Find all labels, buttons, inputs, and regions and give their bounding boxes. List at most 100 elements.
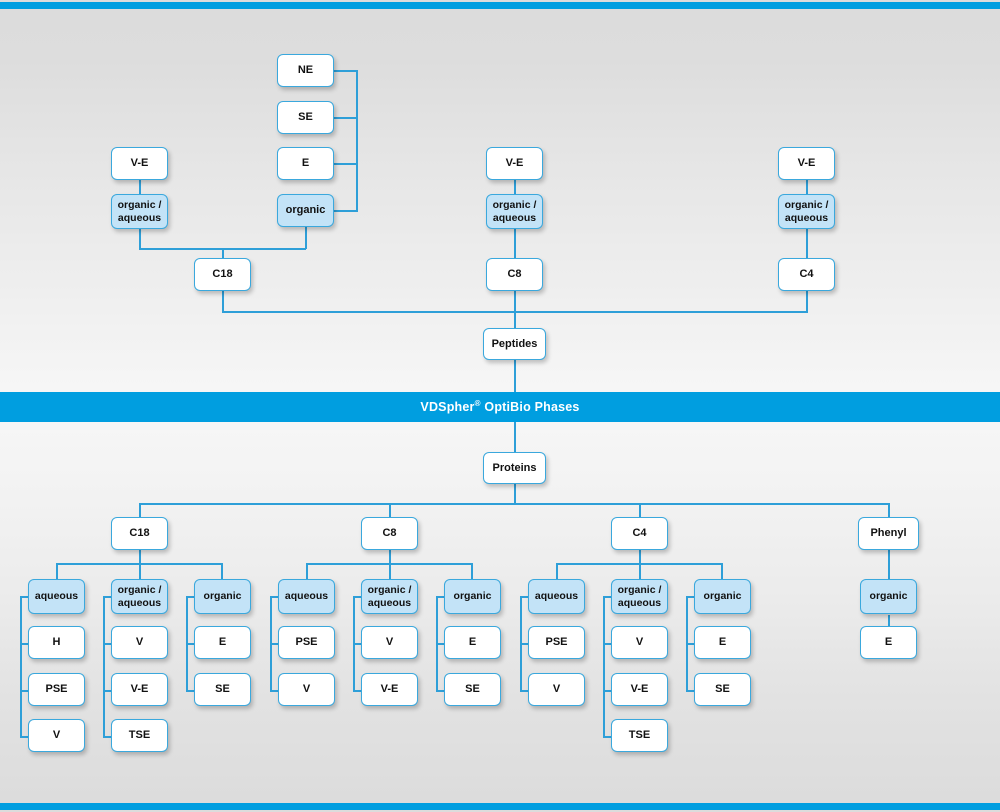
node-c4-or-e[interactable]: E <box>694 626 751 659</box>
node-c4-bottom[interactable]: C4 <box>611 517 668 550</box>
line-c18-to-organic <box>221 563 223 579</box>
bracket-c18-oa-1 <box>103 643 115 645</box>
node-c18-or-se[interactable]: SE <box>194 673 251 706</box>
label-line2: aqueous <box>617 596 662 609</box>
node-ve-c18[interactable]: V-E <box>111 147 168 180</box>
node-e[interactable]: E <box>277 147 334 180</box>
node-organic-aqueous-c8[interactable]: organic / aqueous <box>486 194 543 229</box>
node-peptides[interactable]: Peptides <box>483 328 546 360</box>
line-ve1-to-oa1 <box>139 180 141 194</box>
node-c8-aq-v[interactable]: V <box>278 673 335 706</box>
node-c18-oa-tse[interactable]: TSE <box>111 719 168 752</box>
bracket-c18-aq-2 <box>20 690 32 692</box>
line-oa3-to-c4 <box>806 229 808 261</box>
node-c8-or-se[interactable]: SE <box>444 673 501 706</box>
node-c4-oa-ve[interactable]: V-E <box>611 673 668 706</box>
line-proteins-bus <box>139 503 889 505</box>
node-c18-organic[interactable]: organic <box>194 579 251 614</box>
bracket-c18-or-1 <box>186 643 198 645</box>
node-organic-aqueous-c18[interactable]: organic / aqueous <box>111 194 168 229</box>
label-line2: aqueous <box>784 211 829 224</box>
node-c8-organic-aqueous[interactable]: organic / aqueous <box>361 579 418 614</box>
label-line1: organic / <box>117 584 162 597</box>
bracket-c4-or-2 <box>686 690 698 692</box>
node-c4-aq-v[interactable]: V <box>528 673 585 706</box>
node-c18-aq-v[interactable]: V <box>28 719 85 752</box>
line-c18-down <box>222 290 224 312</box>
node-c4-organic-aqueous[interactable]: organic / aqueous <box>611 579 668 614</box>
node-c18-oa-ve[interactable]: V-E <box>111 673 168 706</box>
bracket-c18-or-2 <box>186 690 198 692</box>
node-organic-aqueous-c4[interactable]: organic / aqueous <box>778 194 835 229</box>
line-phenyl-to-organic <box>888 548 890 579</box>
line-organic-down <box>305 226 307 249</box>
bracket-c4-oa <box>603 596 605 737</box>
node-c8-aqueous[interactable]: aqueous <box>278 579 335 614</box>
node-c8-aq-pse[interactable]: PSE <box>278 626 335 659</box>
line-c4-to-aqueous <box>556 563 558 579</box>
node-c8-or-e[interactable]: E <box>444 626 501 659</box>
bracket-c18-oa-head <box>103 596 115 598</box>
label-line1: organic / <box>784 199 829 212</box>
line-bus-to-phenyl <box>888 503 890 519</box>
line-e-to-bus <box>334 163 358 165</box>
bracket-c18-aq-head <box>20 596 32 598</box>
node-c18-top[interactable]: C18 <box>194 258 251 291</box>
line-c8-split-down <box>389 548 391 564</box>
brand-bar-top <box>0 2 1000 9</box>
node-phenyl[interactable]: Phenyl <box>858 517 919 550</box>
node-c18-or-e[interactable]: E <box>194 626 251 659</box>
bracket-c4-oa-head <box>603 596 615 598</box>
node-c8-oa-v[interactable]: V <box>361 626 418 659</box>
line-oa2-to-c8 <box>514 229 516 261</box>
node-c4-aq-pse[interactable]: PSE <box>528 626 585 659</box>
node-c8-oa-ve[interactable]: V-E <box>361 673 418 706</box>
node-proteins[interactable]: Proteins <box>483 452 546 484</box>
node-c18-organic-aqueous[interactable]: organic / aqueous <box>111 579 168 614</box>
banner-text: VDSpher® OptiBio Phases <box>420 399 580 414</box>
node-organic-top[interactable]: organic <box>277 194 334 227</box>
node-c8-organic[interactable]: organic <box>444 579 501 614</box>
node-phenyl-or-e[interactable]: E <box>860 626 917 659</box>
line-c4-to-oa <box>639 563 641 579</box>
node-c18-oa-v[interactable]: V <box>111 626 168 659</box>
node-c4-oa-v[interactable]: V <box>611 626 668 659</box>
bracket-c4-aq-head <box>520 596 532 598</box>
node-ve-c8[interactable]: V-E <box>486 147 543 180</box>
node-c4-aqueous[interactable]: aqueous <box>528 579 585 614</box>
node-ve-c4[interactable]: V-E <box>778 147 835 180</box>
line-c8-to-organic <box>471 563 473 579</box>
bracket-c18-aq-3 <box>20 736 32 738</box>
line-c18-split-down <box>139 548 141 564</box>
node-c18-aq-h[interactable]: H <box>28 626 85 659</box>
bracket-c4-oa-1 <box>603 643 615 645</box>
line-oa1-down <box>139 229 141 249</box>
node-c18-aq-pse[interactable]: PSE <box>28 673 85 706</box>
label-line1: organic / <box>117 199 162 212</box>
node-c18-aqueous[interactable]: aqueous <box>28 579 85 614</box>
line-ne-to-bus <box>334 70 358 72</box>
node-se[interactable]: SE <box>277 101 334 134</box>
node-c4-top[interactable]: C4 <box>778 258 835 291</box>
bracket-c8-oa-head <box>353 596 365 598</box>
line-ve3-to-oa3 <box>806 180 808 194</box>
node-c8-bottom[interactable]: C8 <box>361 517 418 550</box>
line-bus-to-c18 <box>139 503 141 519</box>
bracket-c8-or-head <box>436 596 448 598</box>
node-c4-or-se[interactable]: SE <box>694 673 751 706</box>
label-line1: organic / <box>617 584 662 597</box>
label-line2: aqueous <box>117 596 162 609</box>
node-phenyl-organic[interactable]: organic <box>860 579 917 614</box>
node-ne[interactable]: NE <box>277 54 334 87</box>
node-c8-top[interactable]: C8 <box>486 258 543 291</box>
line-c4-split-down <box>639 548 641 564</box>
bracket-c4-aq-2 <box>520 690 532 692</box>
node-c4-organic[interactable]: organic <box>694 579 751 614</box>
line-c18-to-aqueous <box>56 563 58 579</box>
line-c8-to-aqueous <box>306 563 308 579</box>
bracket-c8-aq-1 <box>270 643 282 645</box>
node-c4-oa-tse[interactable]: TSE <box>611 719 668 752</box>
banner-rest: OptiBio Phases <box>480 400 580 414</box>
node-c18-bottom[interactable]: C18 <box>111 517 168 550</box>
